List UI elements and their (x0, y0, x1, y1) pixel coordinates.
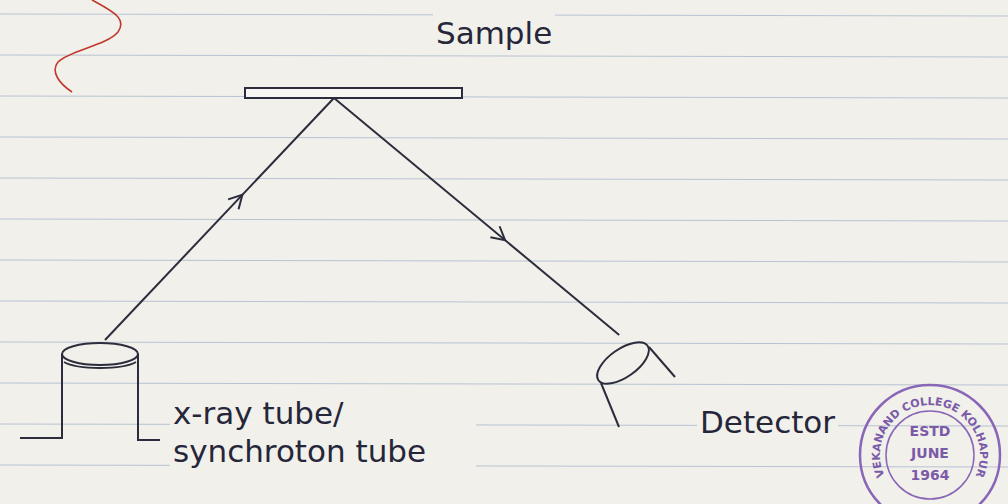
ruled-line (0, 424, 1008, 426)
detector-drawing (590, 334, 675, 427)
stamp-text: JUNE (911, 445, 949, 461)
detector: Detector (585, 335, 675, 430)
ruled-line (0, 96, 1008, 98)
tube-outline (18, 340, 163, 442)
sample-plate-rect (245, 88, 462, 98)
detector-outline (585, 335, 675, 430)
sample-plate: Sample (245, 88, 462, 98)
stamp-inner-ring (886, 411, 974, 499)
x-ray-source: x-ray tube/ synchroton tube (18, 340, 163, 442)
bar-outline (245, 88, 462, 98)
ruled-line (0, 178, 1008, 180)
margin-squiggle (55, 0, 121, 92)
ruled-line (0, 219, 1008, 221)
arrow-head (490, 226, 505, 240)
ruled-line (0, 465, 1008, 467)
ruled-line (0, 55, 1008, 57)
stamp-outer-ring (860, 385, 1000, 504)
tube-drawing (20, 343, 160, 440)
arrow-head (228, 195, 242, 210)
beam-path (334, 98, 619, 335)
node-label: Detector (697, 403, 838, 441)
stamp-text: 1964 (911, 467, 950, 483)
ruled-line (0, 383, 1008, 385)
ruled-line (0, 301, 1008, 303)
stamp-text: ESTD (910, 423, 951, 439)
beam-line (105, 98, 334, 340)
ruled-line (0, 260, 1008, 262)
node-label: x-ray tube/ synchroton tube (170, 394, 476, 470)
node-label: Sample (433, 14, 555, 52)
ruled-line (0, 137, 1008, 139)
ruled-lines (0, 14, 1008, 467)
beam-line (334, 98, 619, 335)
ruled-line (0, 342, 1008, 344)
beam-path (105, 98, 334, 340)
